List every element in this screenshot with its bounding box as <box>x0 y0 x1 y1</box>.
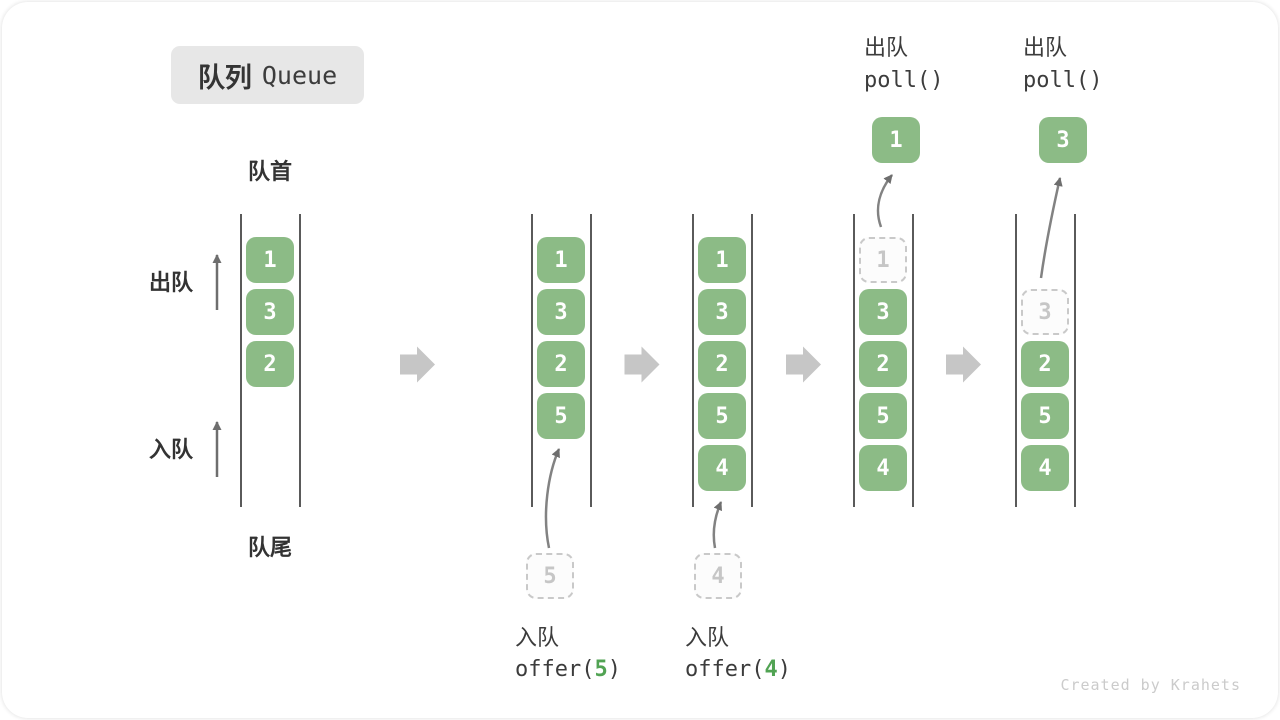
title-en: Queue <box>261 60 338 90</box>
queue-wall-left-state-5 <box>1014 214 1017 507</box>
queue-cell-state-1-row2: 2 <box>246 341 294 387</box>
queue-cell-state-5-row4: 4 <box>1021 445 1069 491</box>
code-part: 4 <box>764 657 778 682</box>
dequeue-code-state-5: poll() <box>1023 68 1103 93</box>
queue-cell-state-4-row3: 5 <box>859 393 907 439</box>
queue-wall-left-state-2 <box>530 214 533 507</box>
title-badge: 队列 Queue <box>171 46 364 104</box>
credit-text: Created by Krahets <box>1060 676 1241 694</box>
queue-cell-state-4-row1: 3 <box>859 289 907 335</box>
enqueue-code-state-3: offer(4) <box>685 657 791 682</box>
queue-wall-right-state-5 <box>1073 214 1076 507</box>
queue-cell-state-4-row2: 2 <box>859 341 907 387</box>
queue-cell-state-4-row4: 4 <box>859 445 907 491</box>
state-transition-arrow-3 <box>786 346 821 383</box>
enqueue-side-label: 入队 <box>149 438 194 463</box>
removed-value-box-state-4: 1 <box>872 117 920 163</box>
code-part: offer( <box>685 657 765 682</box>
queue-wall-right-state-3 <box>750 214 753 507</box>
queue-cell-state-2-row0: 1 <box>537 237 585 283</box>
queue-cell-state-4-row0: 1 <box>859 237 907 283</box>
queue-wall-right-state-1 <box>298 214 301 507</box>
queue-wall-left-state-1 <box>239 214 242 507</box>
queue-front-label: 队首 <box>247 160 293 185</box>
dequeue-transfer-arrow-state-4 <box>876 174 893 228</box>
queue-cell-state-3-row4: 4 <box>698 445 746 491</box>
queue-cell-state-2-row2: 2 <box>537 341 585 387</box>
code-part: offer( <box>515 657 595 682</box>
code-part: ) <box>607 657 621 682</box>
enqueue-transfer-arrow-state-2 <box>544 448 561 549</box>
code-part: 5 <box>594 657 608 682</box>
enqueue-code-state-2: offer(5) <box>515 657 621 682</box>
enqueue-label-state-3: 入队 <box>685 626 730 651</box>
queue-wall-right-state-2 <box>589 214 592 507</box>
enqueue-transfer-arrow-state-3 <box>712 501 723 549</box>
queue-cell-state-3-row3: 5 <box>698 393 746 439</box>
queue-cell-state-3-row2: 2 <box>698 341 746 387</box>
queue-cell-state-5-row2: 2 <box>1021 341 1069 387</box>
queue-cell-state-5-row1: 3 <box>1021 289 1069 335</box>
dequeue-label-state-5: 出队 <box>1023 36 1068 61</box>
removed-value-box-state-5: 3 <box>1039 117 1087 163</box>
staged-value-box-state-3: 4 <box>694 553 742 599</box>
queue-cell-state-5-row3: 5 <box>1021 393 1069 439</box>
state-transition-arrow-4 <box>946 346 981 383</box>
dequeue-side-label: 出队 <box>149 271 194 296</box>
queue-wall-left-state-4 <box>852 214 855 507</box>
queue-wall-left-state-3 <box>691 214 694 507</box>
queue-rear-label: 队尾 <box>247 536 293 561</box>
title-zh: 队列 <box>197 62 252 94</box>
state-transition-arrow-1 <box>400 346 435 383</box>
queue-cell-state-2-row3: 5 <box>537 393 585 439</box>
code-part: ) <box>777 657 791 682</box>
staged-value-box-state-2: 5 <box>526 553 574 599</box>
queue-cell-state-3-row0: 1 <box>698 237 746 283</box>
dequeue-label-state-4: 出队 <box>864 36 909 61</box>
queue-wall-right-state-4 <box>911 214 914 507</box>
queue-cell-state-3-row1: 3 <box>698 289 746 335</box>
queue-cell-state-1-row1: 3 <box>246 289 294 335</box>
dequeue-code-state-4: poll() <box>864 68 944 93</box>
enqueue-label-state-2: 入队 <box>515 626 560 651</box>
queue-cell-state-2-row1: 3 <box>537 289 585 335</box>
queue-cell-state-1-row0: 1 <box>246 237 294 283</box>
dequeue-transfer-arrow-state-5 <box>1039 177 1063 279</box>
state-transition-arrow-2 <box>624 346 660 383</box>
